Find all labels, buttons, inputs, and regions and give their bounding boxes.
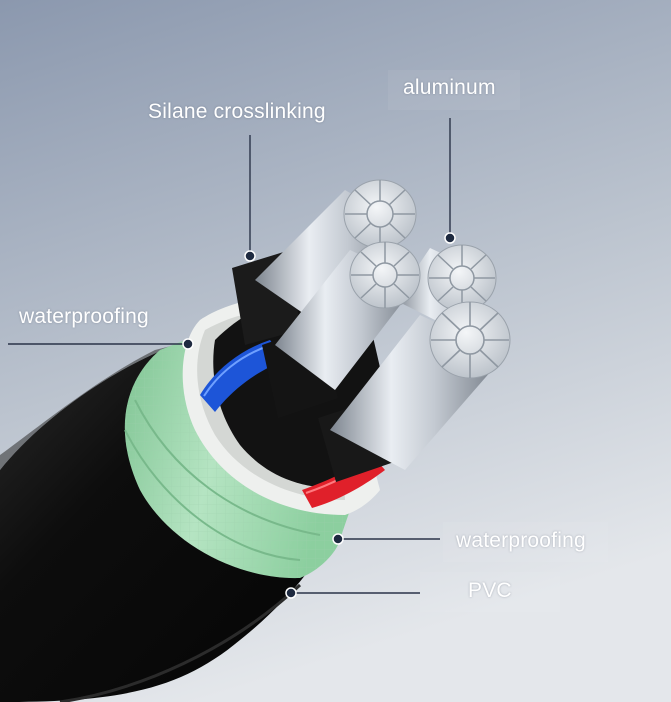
- waterproofing-tape: [124, 335, 350, 579]
- silane-crosslinking-label: Silane crosslinking: [148, 100, 326, 123]
- pvc-label-background: [420, 572, 560, 612]
- leader-lines: [8, 118, 451, 594]
- blue-phase-core: [200, 340, 285, 412]
- waterproofing-lower-label-background: [443, 522, 608, 562]
- waterproofing-lower-label: waterproofing: [456, 529, 586, 552]
- aluminum-conductors: [255, 179, 511, 470]
- leader-dots: [182, 232, 456, 599]
- aluminum-label-background: [388, 70, 520, 110]
- pvc-label: PVC: [468, 579, 512, 602]
- waterproofing-upper-label: waterproofing: [19, 305, 149, 328]
- aluminum-label: aluminum: [403, 76, 496, 99]
